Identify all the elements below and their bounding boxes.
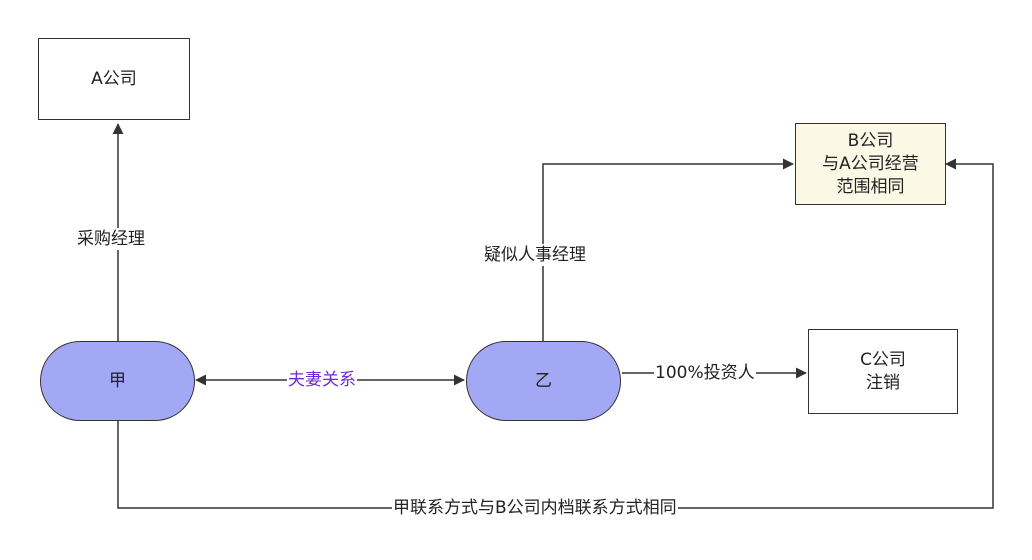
edge-jia-to-b-line	[117, 158, 994, 509]
edge-jia-yi-label: 夫妻关系	[287, 369, 357, 391]
edge-yi-to-c-label: 100%投资人	[654, 362, 756, 384]
node-person-yi[interactable]: 乙	[466, 341, 621, 421]
node-company-b-line-3: 范围相同	[836, 176, 905, 197]
edge-jia-to-a-label: 采购经理	[76, 228, 146, 250]
node-company-b-line-2: 与A公司经营	[822, 153, 919, 174]
node-company-c-line-2: 注销	[866, 372, 900, 393]
node-person-jia-line-1: 甲	[109, 370, 126, 391]
edge-yi-to-b-label: 疑似人事经理	[483, 244, 587, 266]
node-company-a-line-1: A公司	[91, 68, 137, 89]
node-person-jia[interactable]: 甲	[40, 341, 195, 421]
edge-yi-to-b-line	[542, 158, 794, 342]
node-person-yi-line-1: 乙	[535, 370, 552, 391]
node-company-b-line-1: B公司	[847, 130, 894, 151]
node-company-c-line-1: C公司	[860, 349, 906, 370]
node-company-a[interactable]: A公司	[38, 38, 190, 120]
node-company-c[interactable]: C公司 注销	[808, 329, 958, 414]
node-company-b[interactable]: B公司 与A公司经营 范围相同	[795, 123, 946, 205]
edge-jia-to-b-label: 甲联系方式与B公司内档联系方式相同	[392, 497, 678, 519]
